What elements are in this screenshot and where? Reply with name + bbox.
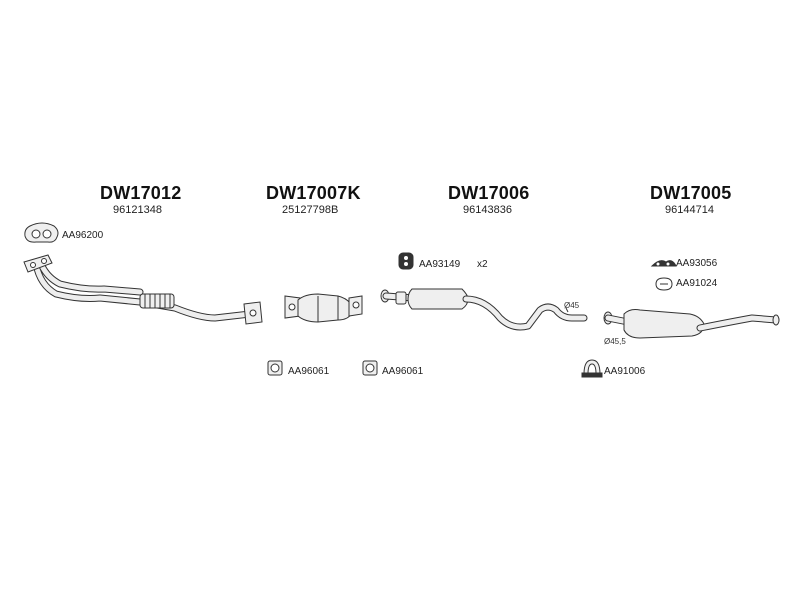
part-code-front-pipe: DW17012 xyxy=(100,183,182,203)
label-clamp-left: AA96061 xyxy=(288,366,330,377)
label-hanger-rear: AA93056 xyxy=(676,258,718,269)
label-mid-pipe-diameter: Ø45 xyxy=(564,301,580,310)
front-pipe-icon xyxy=(23,254,263,325)
part-code-catalyst: DW17007K xyxy=(266,183,361,203)
label-rubber-hanger-qty: x2 xyxy=(477,259,488,270)
label-rubber-hanger: AA93149 xyxy=(419,259,461,270)
ring-icon xyxy=(655,277,673,291)
oem-number-catalyst: 25127798B xyxy=(282,204,339,216)
oem-number-rear-silencer: 96144714 xyxy=(665,204,714,216)
clamp-left-icon xyxy=(267,360,283,376)
label-clamp-right: AA96061 xyxy=(382,366,424,377)
clamp-right-icon xyxy=(362,360,378,376)
oem-number-middle-silencer: 96143836 xyxy=(463,204,512,216)
label-rear-pipe-diameter: Ø45,5 xyxy=(604,337,626,346)
rear-hanger-icon xyxy=(650,260,677,267)
label-gasket-front: AA96200 xyxy=(62,230,104,241)
oem-number-front-pipe: 96121348 xyxy=(113,204,162,216)
part-code-middle-silencer: DW17006 xyxy=(448,183,530,203)
middle-silencer-icon xyxy=(380,288,588,331)
gasket-front-icon xyxy=(24,222,59,243)
rear-silencer-icon xyxy=(603,309,780,339)
label-ring-rear: AA91024 xyxy=(676,278,718,289)
catalytic-converter-icon xyxy=(284,293,363,323)
label-u-clamp-rear: AA91006 xyxy=(604,366,646,377)
rubber-hanger-icon xyxy=(398,252,414,270)
part-code-rear-silencer: DW17005 xyxy=(650,183,732,203)
u-clamp-icon xyxy=(581,359,603,378)
